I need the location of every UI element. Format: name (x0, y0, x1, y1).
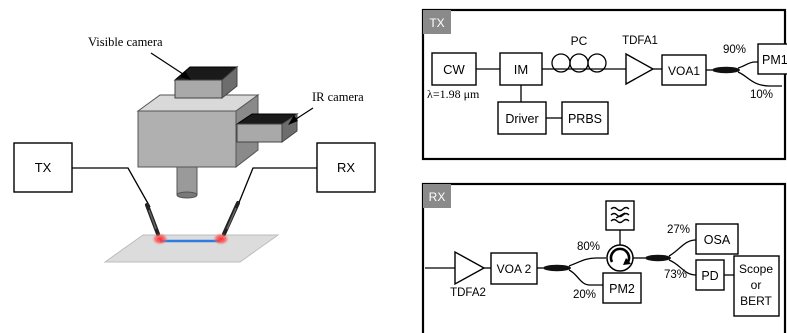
tx-panel-frame (421, 8, 787, 161)
tx-panel-header (423, 10, 451, 34)
ir-camera (235, 113, 299, 143)
tx-box-label: TX (35, 160, 52, 175)
rx-fiber (237, 167, 317, 206)
coupler-80-branch (568, 257, 606, 267)
rx-box-label: RX (337, 160, 355, 175)
circulator (606, 244, 634, 272)
driver-label: Driver (505, 112, 538, 126)
coupler-90-branch (737, 61, 758, 69)
visible-camera-label: Visible camera (88, 35, 163, 49)
pd-label: PD (701, 269, 718, 283)
input-probe (145, 203, 160, 236)
optical-filter (605, 200, 635, 231)
rx-panel-header-label: RX (429, 190, 446, 204)
rx-panel-frame (421, 182, 787, 333)
wavelength-label: λ=1.98 μm (427, 87, 480, 101)
tx-box (13, 142, 73, 193)
rx-panel-header (423, 184, 451, 208)
cw-label: CW (443, 62, 465, 77)
scope-label-line2: or (751, 278, 762, 292)
pd-box (695, 259, 725, 291)
tdfa1-amplifier (625, 52, 655, 86)
split-73-label: 73% (664, 269, 687, 281)
split-27-label: 27% (667, 224, 690, 236)
coupler-73-branch (668, 259, 697, 276)
visible-camera-pointer (150, 52, 187, 77)
tx-fiber (72, 167, 151, 208)
microscope-body (136, 94, 260, 199)
voa2-label: VOA 2 (497, 262, 532, 276)
pm1-label: PM1 (762, 53, 787, 67)
ir-camera-label: IR camera (312, 90, 364, 104)
split-80-label: 80% (577, 241, 600, 253)
voa2-box (490, 252, 538, 285)
split-10-label: 10% (750, 89, 773, 101)
pm2-label: PM2 (609, 282, 635, 296)
osa-label: OSA (704, 233, 731, 247)
prbs-box (561, 101, 609, 135)
input-laser-spot (152, 233, 168, 245)
output-probe (222, 201, 240, 236)
visible-camera (173, 65, 239, 100)
pm1-box (757, 43, 787, 75)
setup-illustration: Visible camera IR camera TX RX (13, 35, 376, 263)
tx-panel-header-label: TX (429, 16, 444, 30)
split-90-label: 90% (723, 44, 746, 56)
split-20-label: 20% (573, 289, 596, 301)
prbs-label: PRBS (568, 112, 602, 126)
scope-label-line3: BERT (740, 294, 772, 308)
scope-label-line1: Scope (739, 262, 773, 276)
tdfa1-label: TDFA1 (622, 35, 658, 47)
scope-bert-box (733, 255, 780, 317)
osa-box (695, 223, 739, 255)
coupler-10-branch (737, 71, 782, 87)
pm2-box (602, 272, 642, 304)
polarization-controller (551, 53, 607, 73)
cw-laser-box (431, 52, 477, 86)
pc-label: PC (571, 34, 588, 48)
im-label: IM (514, 62, 528, 77)
tdfa2-amplifier (454, 250, 486, 286)
rx-panel: RX TDFA2 VOA 2 80% 20% PM2 (421, 182, 787, 333)
coupler-27-branch (668, 239, 697, 257)
sample-stage (103, 234, 280, 263)
rx-coupler-2 (645, 254, 671, 262)
coupler-20-branch (568, 269, 603, 286)
voa1-label: VOA1 (668, 64, 700, 78)
tdfa2-label: TDFA2 (450, 287, 486, 299)
rx-coupler-1 (543, 264, 571, 272)
tx-coupler (712, 66, 740, 74)
output-laser-spot (213, 233, 229, 245)
tx-panel: TX CW λ=1.98 μm IM PC TDFA1 VOA1 90% (421, 8, 787, 161)
